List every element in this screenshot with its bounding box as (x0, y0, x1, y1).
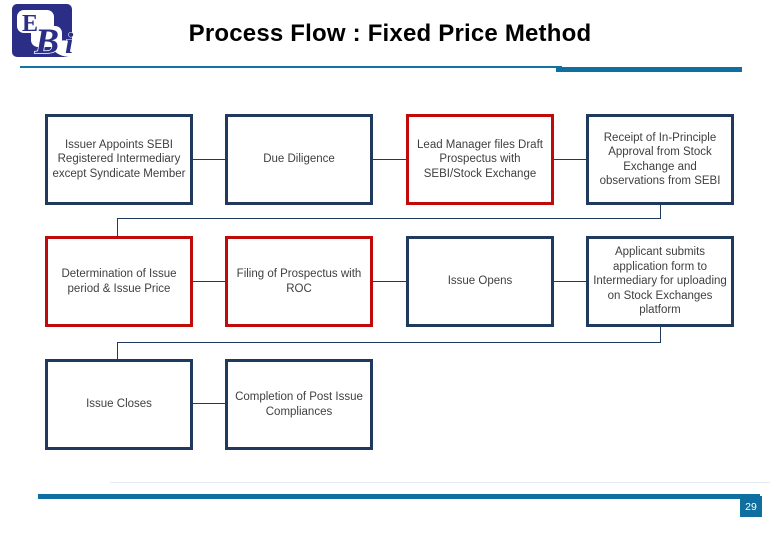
connector-elbow (117, 218, 118, 237)
flow-box-applicant-submits: Applicant submits application form to In… (586, 236, 734, 327)
flow-box-determination-issue: Determination of Issue period & Issue Pr… (45, 236, 193, 327)
connector-line (193, 281, 225, 282)
logo-letter-e: E (22, 11, 38, 37)
flow-box-label: Issuer Appoints SEBI Registered Intermed… (52, 138, 186, 180)
sebi-logo-icon: E B i (12, 4, 75, 62)
connector-elbow (117, 342, 661, 343)
title-underline-thick (556, 67, 742, 72)
connector-elbow (117, 218, 661, 219)
connector-line (554, 281, 586, 282)
connector-line (373, 281, 406, 282)
flow-box-issuer-appoints: Issuer Appoints SEBI Registered Intermed… (45, 114, 193, 205)
flow-box-post-issue-compliances: Completion of Post Issue Compliances (225, 359, 373, 450)
flow-box-label: Lead Manager files Draft Prospectus with… (417, 138, 543, 180)
connector-line (193, 403, 225, 404)
logo-letter-i: i (65, 27, 74, 60)
connector-line (373, 159, 406, 160)
flow-box-label: Completion of Post Issue Compliances (235, 391, 363, 418)
footer-accent-line (38, 494, 760, 499)
flow-box-filing-prospectus: Filing of Prospectus with ROC (225, 236, 373, 327)
connector-elbow (117, 342, 118, 360)
flow-box-lead-manager-files: Lead Manager files Draft Prospectus with… (406, 114, 554, 205)
page-title: Process Flow : Fixed Price Method (188, 20, 592, 47)
flow-box-label: Issue Closes (86, 398, 152, 411)
logo-letter-b: B (34, 21, 59, 61)
flow-box-label: Issue Opens (447, 275, 513, 288)
footer-faint-line (110, 482, 770, 483)
flow-box-issue-closes: Issue Closes (45, 359, 193, 450)
flow-box-label: Applicant submits application form to In… (593, 246, 727, 317)
connector-elbow (660, 204, 661, 219)
connector-line (554, 159, 586, 160)
flow-box-receipt-approval: Receipt of In-Principle Approval from St… (586, 114, 734, 205)
flow-box-label: Determination of Issue period & Issue Pr… (61, 268, 177, 295)
flow-box-due-diligence: Due Diligence (225, 114, 373, 205)
flow-box-label: Filing of Prospectus with ROC (236, 268, 362, 295)
connector-elbow (660, 326, 661, 343)
flow-box-label: Due Diligence (263, 153, 335, 166)
title-underline-thin (20, 66, 562, 68)
connector-line (193, 159, 225, 160)
flow-box-label: Receipt of In-Principle Approval from St… (599, 131, 721, 188)
page-number: 29 (740, 496, 762, 517)
flow-box-issue-opens: Issue Opens (406, 236, 554, 327)
